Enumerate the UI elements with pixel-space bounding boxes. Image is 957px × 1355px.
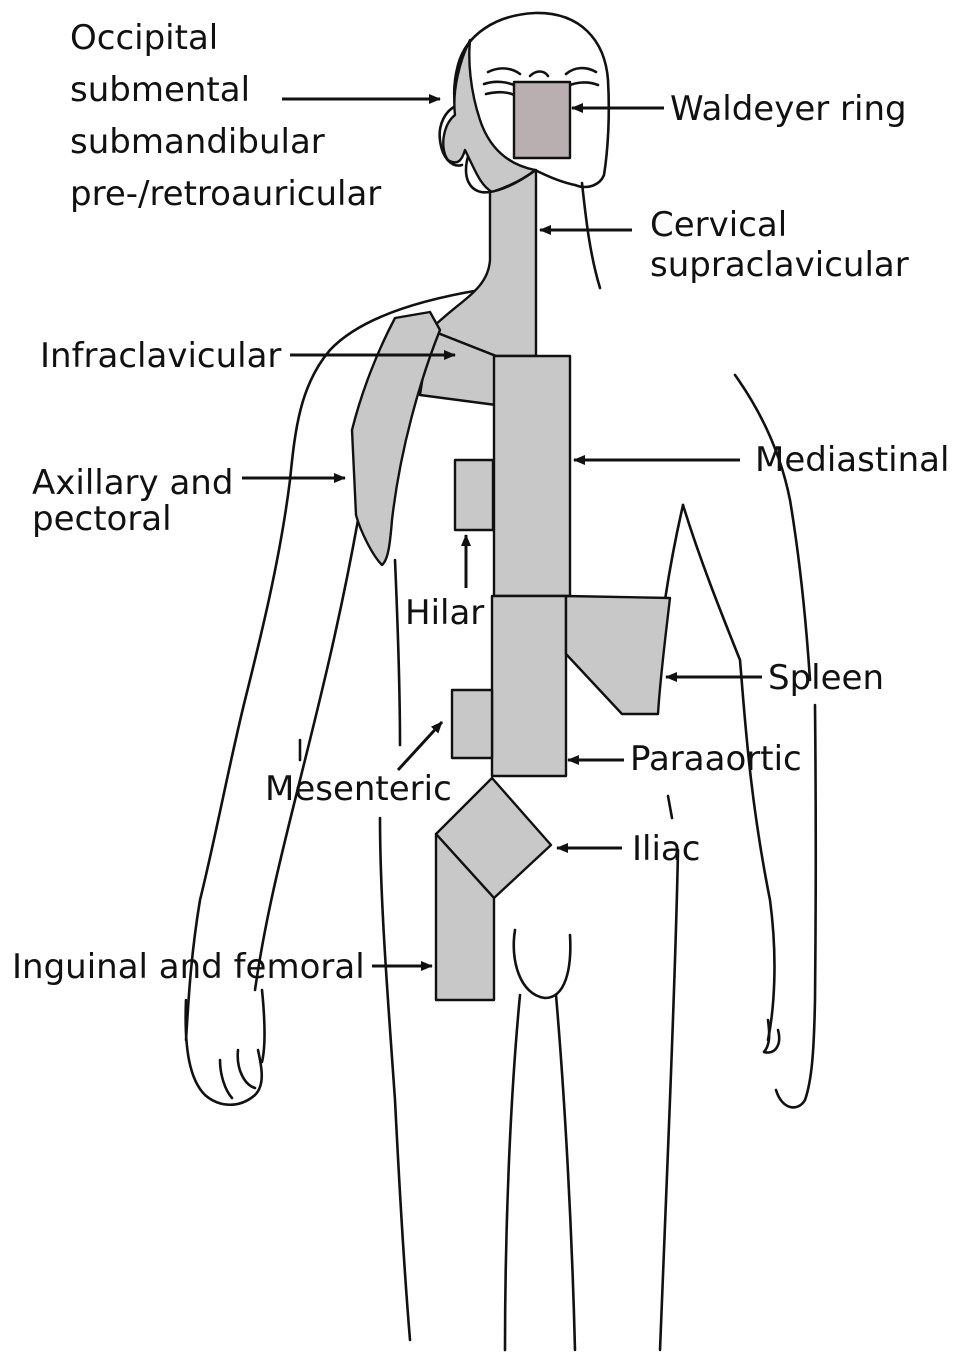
label-hilar: Hilar [405, 593, 484, 633]
left-leg-inner [505, 995, 520, 1350]
region-mesenteric [452, 690, 492, 758]
crotch [514, 930, 571, 998]
left-thumb [262, 990, 265, 1062]
label-paraaortic: Paraaortic [630, 739, 802, 779]
right-leg-outer [660, 850, 678, 1350]
label-cervical: Cervical [650, 205, 787, 245]
region-mediastinal [494, 356, 570, 596]
eyebrow-left [488, 68, 520, 74]
nose [530, 72, 548, 77]
arrow-mesenteric [398, 722, 442, 770]
label-waldeyer-ring: Waldeyer ring [670, 89, 907, 129]
region-hilar [455, 460, 493, 530]
label-infraclavicular: Infraclavicular [40, 336, 281, 376]
label-mediastinal: Mediastinal [755, 440, 949, 480]
region-waldeyer-ring [514, 82, 570, 158]
region-axillary-pectoral [352, 312, 440, 565]
eye-right [568, 82, 598, 86]
eye-left-lower [486, 92, 514, 95]
region-cervical-supraclavicular [430, 170, 536, 356]
eye-left [484, 82, 516, 86]
regions [352, 40, 670, 1000]
label-pre-retroauricular: pre-/retroauricular [70, 174, 381, 214]
label-supraclavicular: supraclavicular [650, 245, 909, 285]
right-torso-side [665, 505, 683, 600]
label-spleen: Spleen [768, 658, 884, 698]
left-torso-side [395, 560, 400, 745]
label-pectoral: pectoral [32, 499, 172, 539]
label-submental: submental [70, 70, 250, 110]
label-inguinal-femoral: Inguinal and femoral [12, 947, 365, 987]
right-waist-line [668, 796, 672, 818]
label-axillary: Axillary and [32, 463, 233, 503]
region-paraaortic [492, 596, 566, 776]
eyebrow-right [566, 68, 596, 74]
region-spleen [566, 596, 670, 714]
label-submandibular: submandibular [70, 122, 325, 162]
label-iliac: Iliac [632, 829, 700, 869]
left-hip-line [380, 818, 410, 1340]
label-occipital: Occipital [70, 18, 218, 58]
label-mesenteric: Mesenteric [265, 769, 452, 809]
right-leg-inner [556, 995, 575, 1350]
right-shoulder [735, 375, 810, 680]
neck-right [582, 183, 600, 288]
left-hand [186, 1000, 262, 1105]
